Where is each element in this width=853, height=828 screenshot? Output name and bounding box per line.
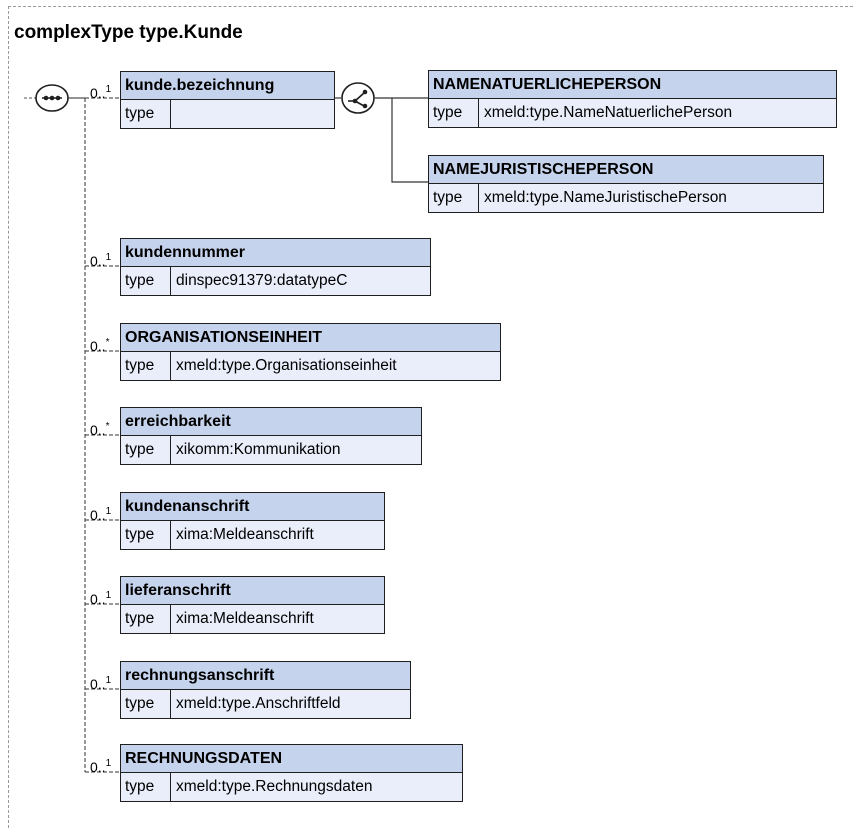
cardinality-5: 0..1: [90, 590, 112, 607]
type-value: xima:Meldeanschrift: [176, 610, 314, 627]
element-rechnungsdaten[interactable]: RECHNUNGSDATEN type xmeld:type.Rechnungsd…: [120, 744, 463, 802]
type-value: xmeld:type.NameNatuerlichePerson: [484, 104, 733, 121]
element-kundenanschrift[interactable]: kundenanschrift type xima:Meldeanschrift: [120, 492, 385, 550]
element-namejuristischeperson[interactable]: NAMEJURISTISCHEPERSON type xmeld:type.Nam…: [428, 155, 824, 213]
cardinality-1: 0..1: [90, 252, 112, 269]
sequence-icon: [35, 84, 69, 112]
cardinality-0: 0..1: [90, 84, 112, 101]
diagram-title: complexType type.Kunde: [14, 22, 243, 43]
type-value: xima:Meldeanschrift: [176, 526, 314, 543]
type-value: xikomm:Kommunikation: [176, 441, 341, 458]
type-label: type: [121, 605, 171, 633]
type-value: xmeld:type.Organisationseinheit: [176, 357, 397, 374]
cardinality-6: 0..1: [90, 675, 112, 692]
type-label: type: [121, 100, 171, 128]
diagram-frame: [8, 6, 853, 828]
element-name: RECHNUNGSDATEN: [121, 745, 462, 773]
element-name: NAMENATUERLICHEPERSON: [429, 71, 836, 99]
element-kunde-bezeichnung[interactable]: kunde.bezeichnung type: [120, 71, 335, 129]
element-name: rechnungsanschrift: [121, 662, 410, 690]
choice-to-child-1: [391, 98, 428, 183]
type-value: xmeld:type.Anschriftfeld: [176, 695, 341, 712]
element-kundennummer[interactable]: kundennummer type dinspec91379:datatypeC: [120, 238, 431, 296]
element-name: lieferanschrift: [121, 577, 384, 605]
element-lieferanschrift[interactable]: lieferanschrift type xima:Meldeanschrift: [120, 576, 385, 634]
cardinality-2: 0..*: [90, 337, 110, 354]
choice-icon: [341, 82, 375, 114]
type-label: type: [121, 352, 171, 380]
element-namenatuerlicheperson[interactable]: NAMENATUERLICHEPERSON type xmeld:type.Nam…: [428, 70, 837, 128]
type-value: xmeld:type.NameJuristischePerson: [484, 189, 727, 206]
type-label: type: [121, 436, 171, 464]
type-label: type: [121, 690, 171, 718]
element-name: NAMEJURISTISCHEPERSON: [429, 156, 823, 184]
type-value: xmeld:type.Rechnungsdaten: [176, 778, 373, 795]
element-name: erreichbarkeit: [121, 408, 421, 436]
element-erreichbarkeit[interactable]: erreichbarkeit type xikomm:Kommunikation: [120, 407, 422, 465]
type-label: type: [429, 184, 479, 212]
element-name: kundennummer: [121, 239, 430, 267]
type-value: dinspec91379:datatypeC: [176, 272, 348, 289]
type-label: type: [121, 521, 171, 549]
element-name: kundenanschrift: [121, 493, 384, 521]
type-value: [171, 100, 176, 128]
element-name: ORGANISATIONSEINHEIT: [121, 324, 500, 352]
type-label: type: [121, 773, 171, 801]
type-label: type: [121, 267, 171, 295]
element-name: kunde.bezeichnung: [121, 72, 334, 100]
element-rechnungsanschrift[interactable]: rechnungsanschrift type xmeld:type.Anschr…: [120, 661, 411, 719]
cardinality-7: 0..1: [90, 758, 112, 775]
cardinality-4: 0..1: [90, 506, 112, 523]
type-label: type: [429, 99, 479, 127]
element-organisationseinheit[interactable]: ORGANISATIONSEINHEIT type xmeld:type.Orga…: [120, 323, 501, 381]
cardinality-3: 0..*: [90, 421, 110, 438]
